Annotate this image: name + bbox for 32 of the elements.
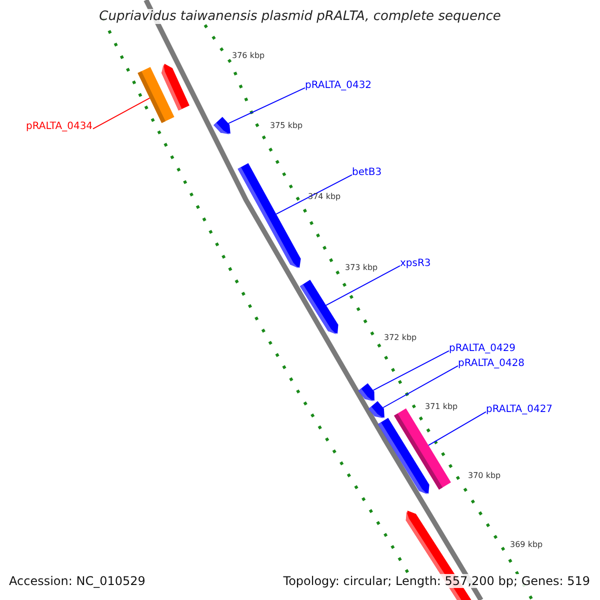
- leader-line: [382, 365, 458, 408]
- tick-label: 370 kbp: [468, 471, 501, 481]
- tick-label: 375 kbp: [270, 121, 303, 131]
- gene-feature: [300, 280, 338, 334]
- gene-label: pRALTA_0434: [26, 121, 93, 133]
- gene-label: betB3: [352, 167, 382, 179]
- tick-label: 376 kbp: [232, 51, 265, 61]
- tick-label: 372 kbp: [384, 333, 417, 343]
- gene-label: pRALTA_0427: [486, 404, 553, 416]
- gene-feature: [368, 401, 384, 418]
- leader-line: [326, 265, 400, 306]
- gene-label: pRALTA_0429: [449, 343, 516, 355]
- leader-line: [276, 174, 352, 215]
- gene-feature: [378, 418, 430, 494]
- tick-label: 369 kbp: [510, 540, 543, 550]
- tick-label: 373 kbp: [345, 263, 378, 273]
- leader-line: [372, 350, 450, 391]
- accession-text: Accession: NC_010529: [9, 574, 146, 588]
- gene-label: pRALTA_0432: [305, 80, 372, 92]
- leader-line: [92, 98, 150, 130]
- gene-feature: [214, 116, 230, 134]
- leader-line: [228, 87, 306, 124]
- tick-label: 374 kbp: [308, 192, 341, 202]
- gene-label: xpsR3: [400, 258, 431, 270]
- gene-label: pRALTA_0428: [458, 358, 525, 370]
- gene-feature: [358, 383, 374, 402]
- tick-label: 371 kbp: [425, 402, 458, 412]
- gene-feature: [238, 163, 301, 268]
- sequence-info: Topology: circular; Length: 557,200 bp; Genes: 519: [283, 574, 590, 588]
- title: Cupriavidus taiwanensis plasmid pRALTA, complete sequence: [99, 9, 501, 24]
- gene-feature: [138, 66, 174, 124]
- leader-line: [428, 411, 486, 446]
